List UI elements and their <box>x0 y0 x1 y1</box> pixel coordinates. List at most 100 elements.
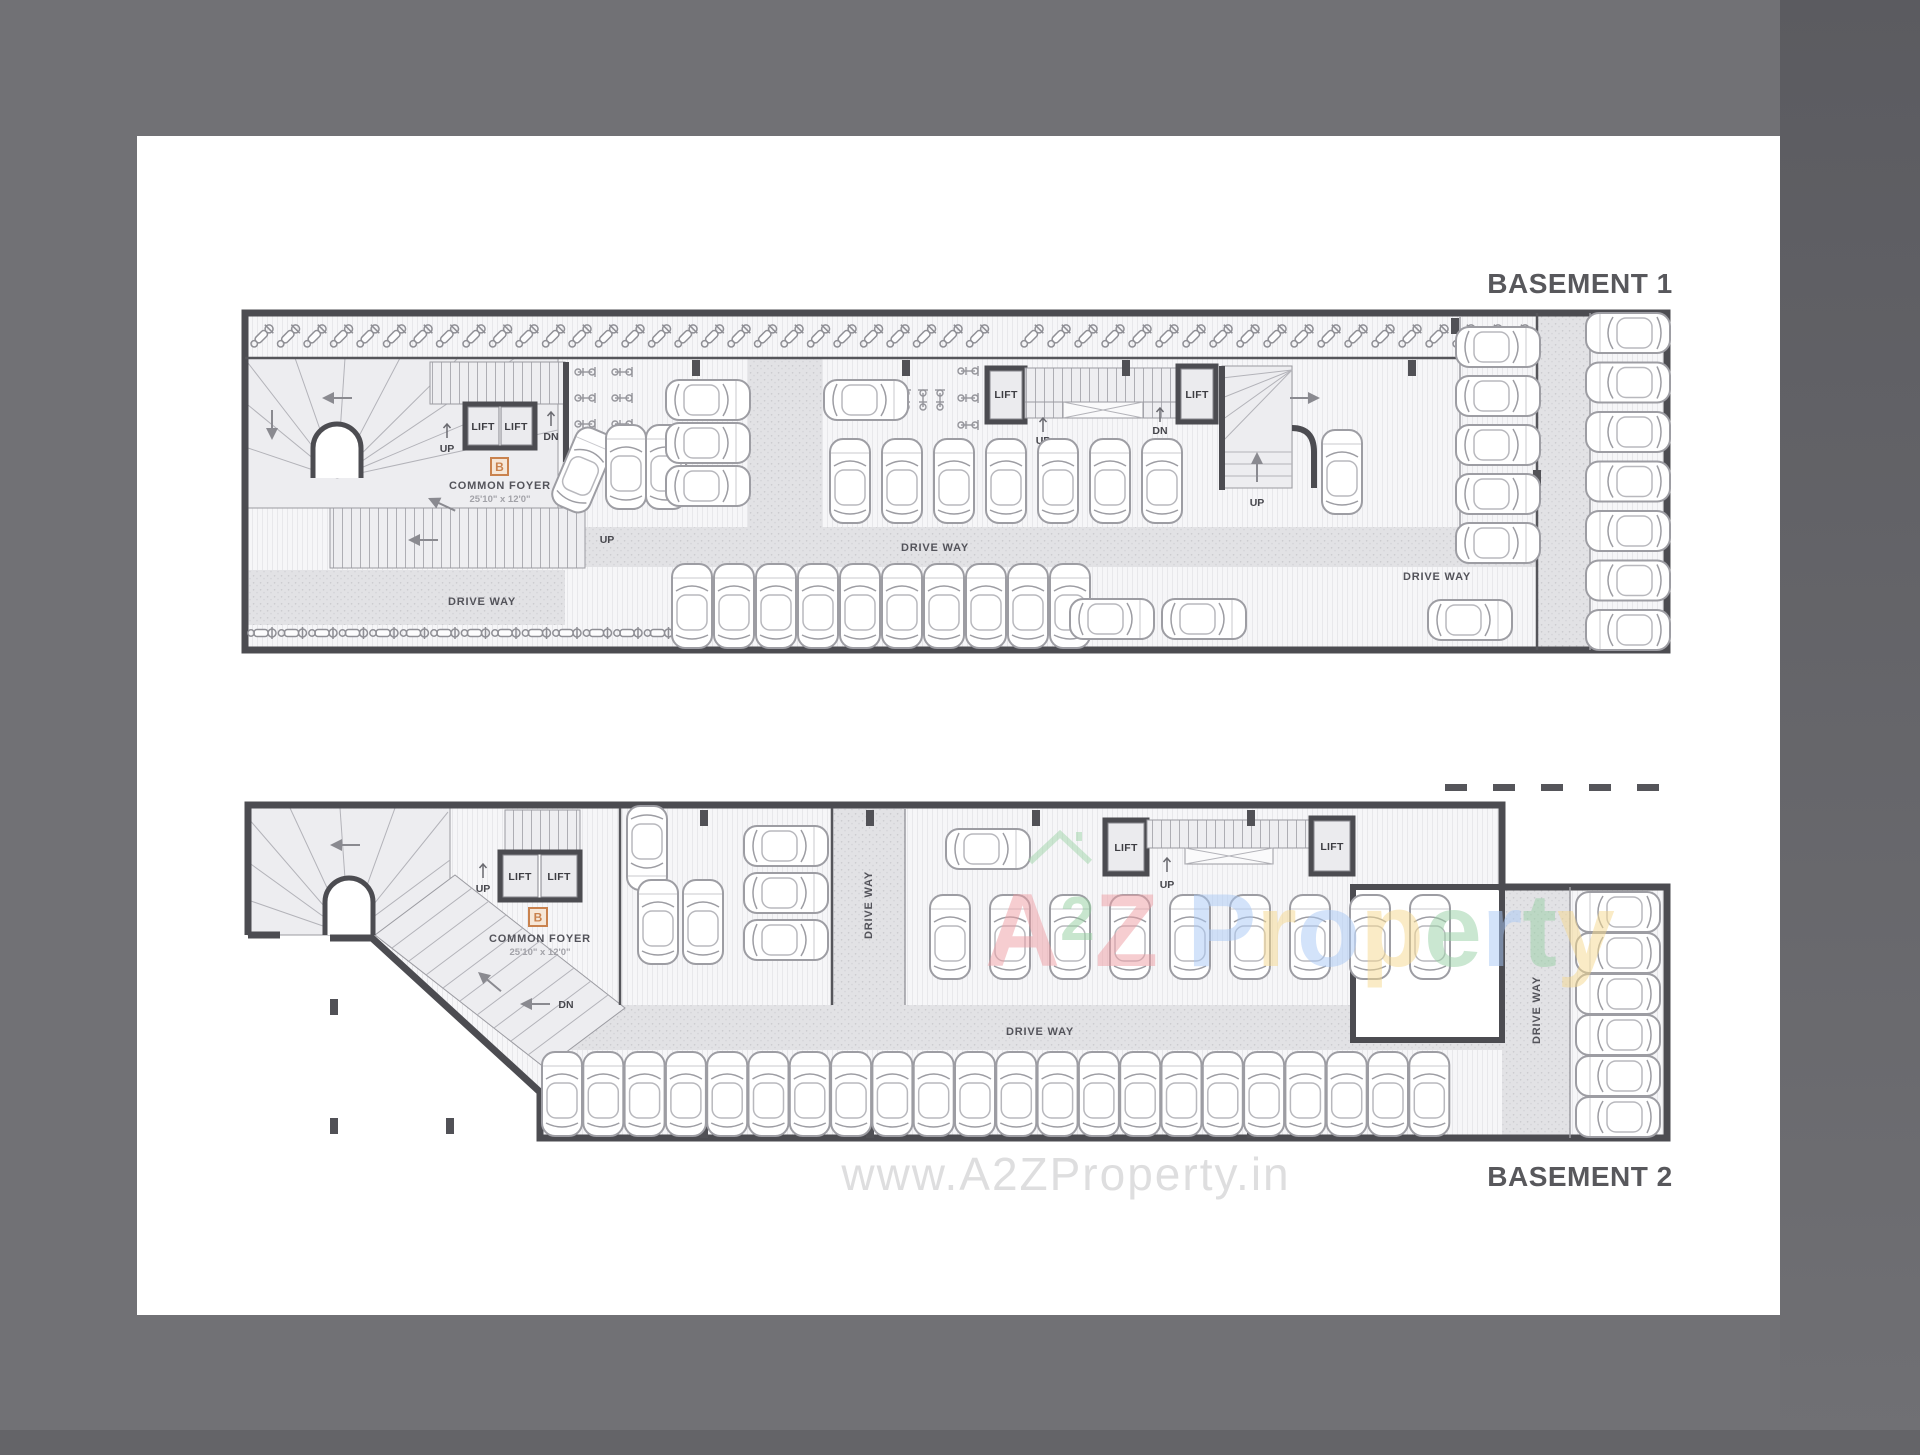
car-icon <box>1037 438 1079 524</box>
car-icon <box>665 422 751 464</box>
b1-lift-core-1: LIFT LIFT UP DN B COMMON FOYER 25'10" x … <box>429 361 569 505</box>
b2-lift-core-2: LIFT UP LIFT <box>1102 815 1356 891</box>
block-b-badge-letter: B <box>534 911 543 925</box>
car-icon <box>1036 1051 1079 1137</box>
b2-lift-core-1: LIFT LIFT UP B COMMON FOYER 25'10" x 12'… <box>476 809 591 958</box>
car-icon <box>1089 438 1131 524</box>
block-b-badge <box>490 457 509 476</box>
car-icon <box>1455 522 1541 564</box>
right-shade-band <box>1780 0 1920 1455</box>
b2-dn-label: DN <box>558 999 573 1011</box>
block-b-badge-letter: B <box>495 460 504 474</box>
car-icon <box>682 879 724 965</box>
b2-drive-way-label: DRIVE WAY <box>1006 1026 1074 1038</box>
car-icon <box>929 894 971 980</box>
car-icon <box>637 879 679 965</box>
car-icon <box>755 563 797 649</box>
car-icon <box>829 438 871 524</box>
car-icon <box>823 379 909 421</box>
car-icon <box>1585 510 1671 552</box>
house-icon <box>1027 829 1093 865</box>
lift-label: LIFT <box>471 421 495 433</box>
b1-left-driveway <box>245 570 565 625</box>
basement1-title: BASEMENT 1 <box>1487 268 1672 299</box>
car-icon <box>1585 312 1671 354</box>
car-icon <box>1585 559 1671 602</box>
b2-boundary-dashes <box>1445 784 1659 791</box>
b1-common-foyer-label: COMMON FOYER <box>449 480 551 492</box>
car-icon <box>623 1051 666 1137</box>
car-icon <box>1161 598 1247 640</box>
b1-car-row <box>823 379 909 421</box>
b2-up-label: UP <box>476 883 491 895</box>
car-icon <box>830 1051 873 1137</box>
car-icon <box>797 563 839 649</box>
car-icon <box>1455 424 1541 466</box>
car-icon <box>1585 460 1671 503</box>
b1-foyer-size: 25'10" x 12'0" <box>469 494 530 505</box>
b1-drive-way-label: DRIVE WAY <box>1403 571 1471 583</box>
car-icon <box>1427 599 1513 641</box>
b2-car-row <box>626 805 668 891</box>
car-icon <box>1575 1055 1661 1097</box>
b1-car-row <box>1321 429 1363 515</box>
car-icon <box>1160 1051 1203 1137</box>
car-icon <box>881 438 923 524</box>
car-icon <box>985 438 1027 524</box>
b2-walls <box>244 801 1671 1142</box>
b2-up-label: UP <box>1160 879 1175 891</box>
b1-car-row <box>1585 312 1671 651</box>
car-icon <box>1367 1051 1409 1137</box>
brand-watermark-text: A2Z Property <box>985 873 1615 989</box>
car-icon <box>1201 1051 1244 1137</box>
lift-label: LIFT <box>508 871 532 883</box>
car-icon <box>664 1051 707 1137</box>
b1-dn-label: DN <box>1152 425 1167 437</box>
b1-up-label: UP <box>600 534 615 546</box>
car-icon <box>743 919 829 961</box>
b1-central-driveway <box>560 527 1537 567</box>
lift-label: LIFT <box>1185 389 1209 401</box>
b1-drive-way-label: DRIVE WAY <box>901 542 969 554</box>
car-icon <box>626 805 668 891</box>
b1-car-row <box>1427 599 1513 641</box>
b1-car-row <box>1455 326 1541 564</box>
b2-central-driveway <box>555 1005 1502 1050</box>
basement2-title: BASEMENT 2 <box>1487 1161 1672 1192</box>
block-b-badge <box>528 907 548 927</box>
car-icon <box>954 1051 996 1137</box>
car-icon <box>995 1051 1038 1137</box>
car-icon <box>1575 1014 1661 1056</box>
car-icon <box>923 563 965 649</box>
b2-drive-way-label-vertical: DRIVE WAY <box>863 871 875 939</box>
lift-label: LIFT <box>504 421 528 433</box>
car-icon <box>706 1051 749 1137</box>
b2-car-row <box>541 1051 1451 1137</box>
b1-stair-core-wall <box>310 421 364 478</box>
b1-dn-label: DN <box>543 431 558 443</box>
basement2-plan: DN LIFT LIFT UP B COMMON FOYER 25'10" x … <box>244 784 1672 1192</box>
b2-car-row <box>945 828 1031 870</box>
car-icon <box>582 1051 625 1137</box>
brand-watermark: A2Z Property <box>985 829 1615 989</box>
car-icon <box>743 872 829 914</box>
car-icon <box>1077 1051 1120 1137</box>
b2-common-foyer-label: COMMON FOYER <box>489 933 591 945</box>
car-icon <box>1408 1051 1451 1137</box>
car-icon <box>839 563 881 649</box>
car-icon <box>747 1051 790 1137</box>
car-icon <box>965 563 1007 649</box>
b2-inner-walls <box>618 808 1571 1138</box>
b2-drive-way-label-vertical: DRIVE WAY <box>1531 976 1543 1044</box>
b1-drive-way-label: DRIVE WAY <box>448 596 516 608</box>
car-icon <box>788 1051 831 1137</box>
car-icon <box>1575 1096 1661 1138</box>
b2-car-row <box>743 825 829 961</box>
b1-ramp-driveway <box>748 358 822 530</box>
b1-car-row <box>829 438 1183 524</box>
lift-label: LIFT <box>1114 842 1138 854</box>
car-icon <box>1141 438 1183 524</box>
car-icon <box>1284 1051 1327 1137</box>
car-icon <box>605 424 647 510</box>
